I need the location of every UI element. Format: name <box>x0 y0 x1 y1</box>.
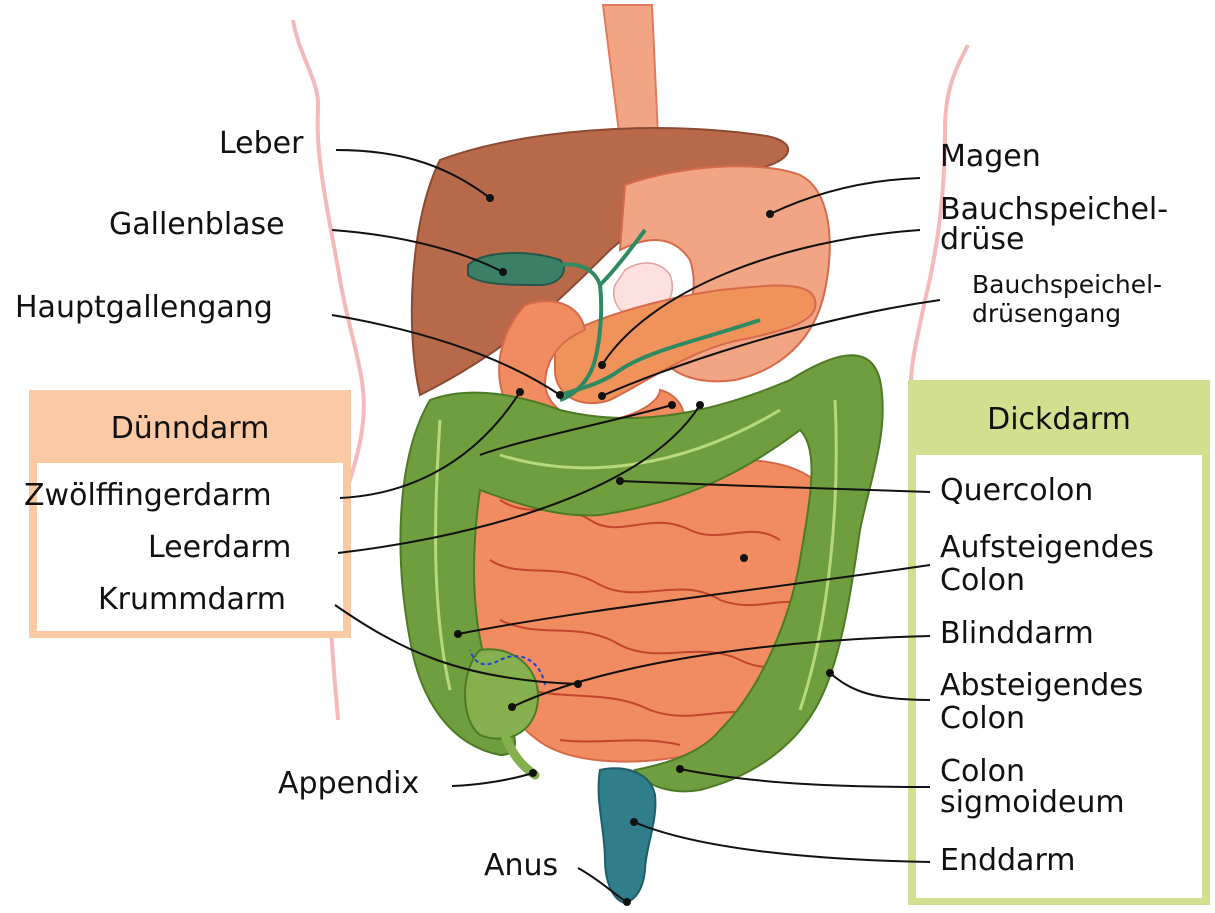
label-duodenum: Zwölffingerdarm <box>24 480 272 512</box>
label-transverse-colon: Quercolon <box>940 475 1093 507</box>
label-ascending-colon-line1: Aufsteigendes <box>940 532 1154 564</box>
label-pancreatic-duct-line2: drüsengang <box>972 301 1121 326</box>
label-jejunum: Leerdarm <box>148 532 291 564</box>
rectum-shape <box>599 768 656 903</box>
label-common-bile-duct: Hauptgallengang <box>15 292 273 324</box>
label-descending-colon-line1: Absteigendes <box>940 670 1143 702</box>
large-intestine-title: Dickdarm <box>908 402 1210 437</box>
label-ileum: Krummdarm <box>98 584 286 616</box>
label-liver: Leber <box>219 128 303 160</box>
label-pancreatic-duct-line1: Bauchspeichel- <box>972 272 1162 297</box>
label-gallbladder: Gallenblase <box>109 209 285 241</box>
label-rectum: Enddarm <box>940 845 1075 877</box>
label-ascending-colon-line2: Colon <box>940 565 1025 597</box>
label-descending-colon-line2: Colon <box>940 703 1025 735</box>
appendix-shape <box>505 735 535 775</box>
label-sigmoid-colon-line1: Colon <box>940 756 1025 788</box>
small-intestine-title: Dünndarm <box>29 411 351 446</box>
label-sigmoid-colon-line2: sigmoideum <box>940 787 1125 819</box>
label-appendix: Appendix <box>278 768 419 800</box>
label-pancreas-line2: drüse <box>940 224 1024 256</box>
label-stomach: Magen <box>940 141 1041 173</box>
label-anus: Anus <box>484 850 558 882</box>
gallbladder-shape <box>468 253 564 285</box>
label-cecum: Blinddarm <box>940 618 1094 650</box>
